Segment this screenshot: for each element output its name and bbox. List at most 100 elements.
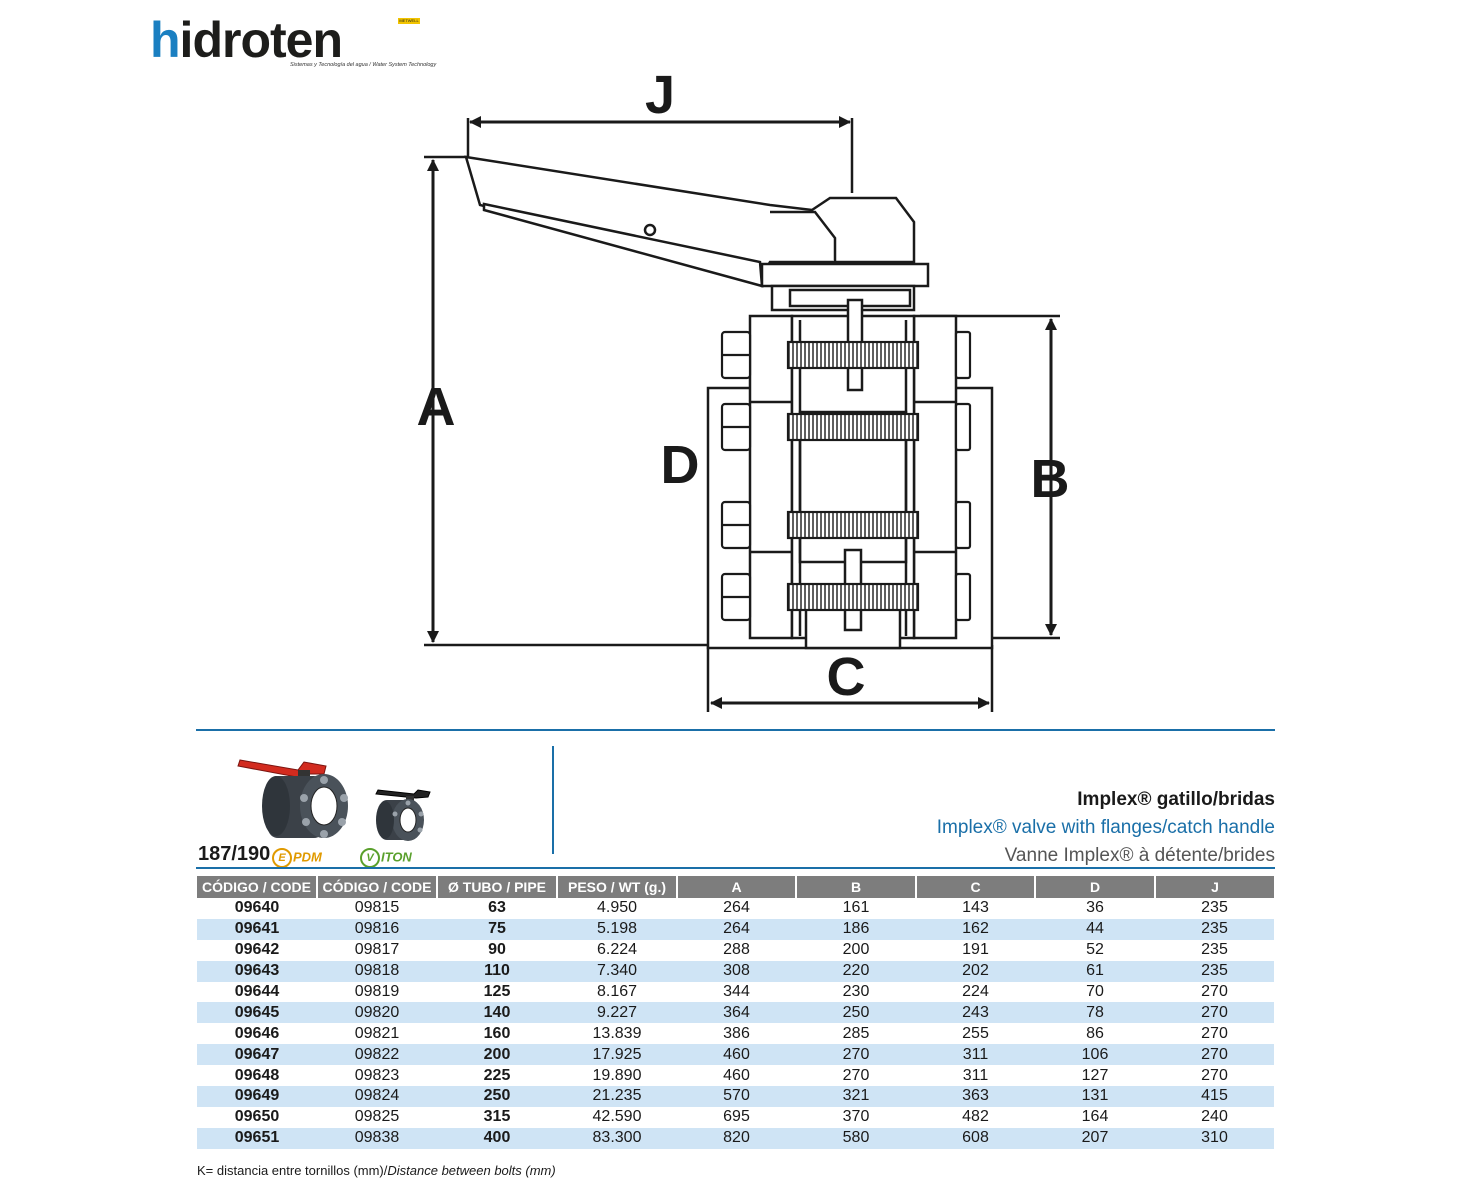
dim-label-c: C [827,647,866,707]
viton-badge-icon: V [360,848,380,868]
cell-code-alt: 09822 [317,1044,437,1066]
footnote: K= distancia entre tornillos (mm)/Distan… [197,1163,556,1178]
cell-b: 220 [796,960,916,982]
cell-code: 09649 [197,1086,317,1107]
col-header-a: A [677,876,797,898]
title-french: Vanne Implex® à détente/brides [1004,845,1275,866]
cell-weight: 13.839 [592,1024,642,1042]
epdm-badge-icon: E [272,848,292,868]
cell-a: 344 [723,983,750,1000]
cell-c: 311 [962,1066,989,1084]
cell-a: 288 [723,941,750,959]
cell-c: 162 [916,918,1035,940]
cell-pipe: 200 [437,1044,557,1066]
cell-c: 608 [916,1127,1035,1149]
cell-b: 186 [796,918,916,940]
dim-label-j: J [645,65,675,125]
cell-c: 243 [916,1002,1035,1024]
cell-d: 78 [1035,1002,1155,1024]
cell-a: 820 [677,1127,796,1149]
cell-b: 230 [842,983,870,1000]
cell-weight: 4.950 [596,899,638,917]
cell-b: 580 [796,1127,916,1149]
footnote-en: Distance between bolts (mm) [387,1163,556,1178]
cell-d: 207 [1035,1127,1155,1149]
valve-technical-drawing: J A D B C [417,65,1070,712]
cell-pipe: 225 [483,1066,511,1084]
col-header-weight: PESO / WT (g.) [557,876,678,898]
col-header-code-alt: CÓDIGO / CODE [317,876,438,898]
cell-code: 09645 [197,1002,317,1024]
cell-a: 264 [677,918,796,940]
brand-badge: METWELL [398,18,420,24]
cell-weight: 9.227 [557,1002,677,1024]
cell-weight: 8.167 [596,983,638,1000]
cell-j: 235 [1155,918,1274,940]
col-header-d: D [1035,876,1156,898]
cell-pipe: 125 [483,983,511,1000]
col-header-b: B [796,876,917,898]
col-header-pipe: Ø TUBO / PIPE [437,876,558,898]
cell-d: 131 [1035,1086,1155,1107]
cell-j: 310 [1155,1127,1274,1149]
cell-code: 09641 [197,918,317,940]
table-header-row: CÓDIGO / CODE CÓDIGO / CODE Ø TUBO / PIP… [197,876,1274,898]
table-top-rule [196,867,1275,869]
cell-weight: 5.198 [557,918,677,940]
cell-code-alt: 09818 [317,960,437,982]
cell-pipe: 140 [437,1002,557,1024]
cell-code-alt: 09821 [354,1024,400,1042]
cell-pipe: 75 [437,918,557,940]
cell-d: 36 [1086,899,1104,917]
cell-pipe: 110 [437,960,557,982]
cell-a: 308 [677,960,796,982]
brand-wordmark: hidroten [150,12,343,68]
cell-pipe: 400 [437,1127,557,1149]
cell-code-alt: 09819 [354,983,400,1000]
spec-table: CÓDIGO / CODE CÓDIGO / CODE Ø TUBO / PIP… [197,876,1274,1149]
cell-c: 191 [962,941,989,959]
cell-code: 09640 [234,899,280,917]
cell-d: 106 [1035,1044,1155,1066]
col-header-code: CÓDIGO / CODE [197,876,318,898]
cell-code: 09651 [197,1127,317,1149]
cell-code: 09643 [197,960,317,982]
title-english: Implex® valve with flanges/catch handle [936,817,1275,838]
brand-name: idroten [179,12,343,68]
cell-j: 235 [1201,899,1228,917]
cell-b: 161 [842,899,870,917]
cell-d: 44 [1035,918,1155,940]
cell-d: 61 [1035,960,1155,982]
vertical-divider [552,746,554,854]
cell-a: 460 [677,1044,796,1066]
cell-code: 09642 [234,941,280,959]
cell-j: 270 [1155,1044,1274,1066]
cell-pipe: 315 [483,1108,511,1126]
cell-weight: 42.590 [592,1108,642,1126]
dim-label-b: B [1031,449,1070,509]
col-header-c: C [916,876,1036,898]
cell-b: 270 [796,1044,916,1066]
cell-b: 370 [842,1108,870,1126]
cell-c: 363 [916,1086,1035,1107]
cell-j: 240 [1201,1108,1228,1126]
cell-a: 570 [677,1086,796,1107]
cell-code: 09648 [234,1066,280,1084]
cell-j: 270 [1155,1002,1274,1024]
cell-pipe: 90 [488,941,506,959]
footnote-es: K= distancia entre tornillos (mm)/ [197,1163,388,1178]
brand-logo: hidroten METWELL Sistemas y Tecnología d… [150,12,436,74]
cell-weight: 19.890 [592,1066,642,1084]
cell-c: 224 [962,983,989,1000]
